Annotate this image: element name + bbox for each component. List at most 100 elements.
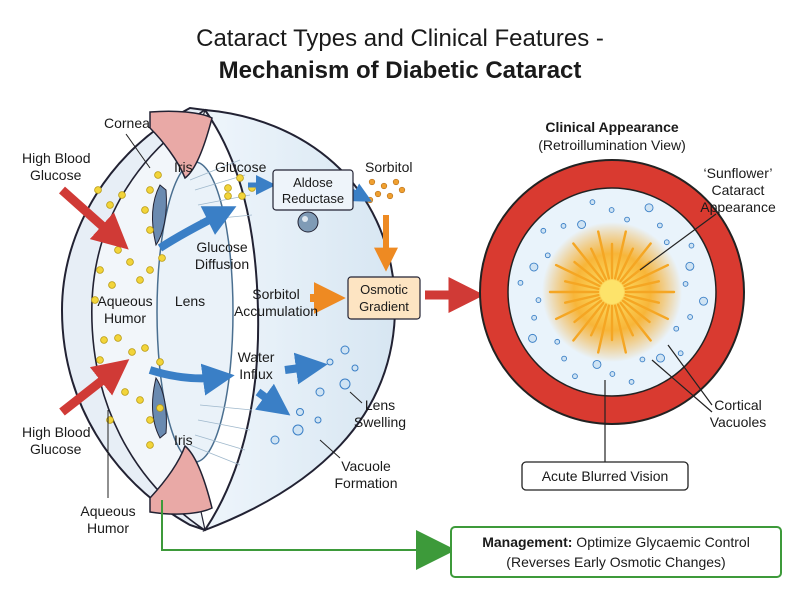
management-box [450, 526, 782, 578]
glucose-dot [126, 258, 134, 266]
cortical-vacuole [628, 379, 635, 385]
lens-body [156, 161, 234, 463]
sunflower-ray [619, 242, 652, 283]
glucose-dot [114, 334, 122, 342]
sunflower-ray [554, 296, 601, 321]
glucose-dot [141, 206, 149, 214]
glucose-dot [136, 396, 144, 404]
hbg-top-label-1: High Blood [22, 150, 91, 166]
water-influx-arrow-right [284, 352, 328, 385]
glucose-dot [136, 276, 144, 284]
enzyme-highlight [302, 216, 308, 222]
sunflower-label-2: Cataract [712, 182, 765, 198]
cortical-vacuole [657, 222, 663, 229]
sunflower-ray [613, 304, 627, 354]
vacuole-label-2: Formation [334, 475, 397, 491]
cortical-vacuole [529, 262, 539, 272]
hbg-top-label-2: Glucose [30, 167, 82, 183]
glucose-dot [100, 336, 108, 344]
management-line-2: (Reverses Early Osmotic Changes) [506, 554, 725, 570]
aqueous-outside-label-1: Aqueous [80, 503, 135, 519]
clinical-subheader: (Retroillumination View) [538, 137, 686, 153]
glucose-dot [236, 174, 244, 182]
cortical-vacuole [535, 297, 542, 303]
sunflower-ray [616, 303, 635, 337]
glucose-dot [96, 266, 104, 274]
glucose-dot [238, 192, 246, 200]
lens-swelling-label-2: Swelling [354, 414, 406, 430]
sunflower-ray [554, 263, 601, 288]
sunflower-ray [597, 230, 611, 280]
glucose-dot [94, 186, 102, 194]
glucose-dot [128, 348, 136, 356]
management-text: Optimize Glycaemic Control [572, 534, 749, 550]
aqueous-inside-label-2: Humor [104, 310, 146, 326]
cortical-vacuole [589, 199, 596, 205]
management-line-1: Management: Optimize Glycaemic Control [482, 534, 750, 550]
sunflower-ray [572, 301, 605, 342]
hbg-bottom-label-2: Glucose [30, 441, 82, 457]
glucose-diffusion-label-2: Diffusion [195, 256, 249, 272]
sunflower-leader [639, 213, 717, 271]
vacuole-label-1: Vacuole [341, 458, 391, 474]
swelling-arrow [255, 383, 291, 416]
glucose-dot [146, 416, 154, 424]
cortical-vacuole [528, 333, 537, 343]
cortical-vacuole [608, 207, 615, 213]
aldose-reductase-box [272, 169, 354, 211]
sorbitol-accum-label-2: Accumulation [234, 303, 318, 319]
glucose-diffusion-arrow [157, 206, 237, 252]
cortical-vacuole [644, 203, 654, 213]
lens-vacuoles [270, 345, 359, 445]
lens-vacuole [340, 345, 350, 355]
cortical-vacuole [682, 281, 689, 287]
sunflower-ray [616, 247, 635, 281]
cortical-label-1: Cortical [714, 397, 761, 413]
cortical-vacuole [687, 314, 693, 320]
glucose-dot [224, 184, 232, 192]
iris-bottom-label: Iris [174, 432, 193, 448]
sorbitol-accum-label-1: Sorbitol [252, 286, 299, 302]
blurred-vision-label: Acute Blurred Vision [542, 468, 669, 484]
iris-top-label: Iris [174, 159, 193, 175]
ciliary-top [152, 184, 167, 247]
sorbitol-dot [380, 182, 388, 190]
iris-top [149, 110, 213, 180]
cortical-vacuole [609, 371, 616, 377]
cortical-vacuole [554, 338, 561, 345]
cortical-vacuole [624, 216, 630, 223]
sunflower-core [600, 280, 624, 304]
cornea-leader [125, 133, 151, 169]
glucose-dot [106, 201, 114, 209]
osmotic-gradient-box [347, 276, 421, 320]
cortical-vacuole [572, 373, 578, 380]
management-bold: Management: [482, 534, 572, 550]
cortical-label-2: Vacuoles [710, 414, 767, 430]
sorbitol-dot [398, 186, 406, 194]
sorbitol-dot [374, 190, 382, 198]
sorbitol-dots [366, 178, 406, 204]
water-influx-label-2: Influx [239, 366, 272, 382]
glucose-dot [224, 192, 232, 200]
sunflower-rays [548, 230, 676, 354]
cortical-vacuole [592, 360, 602, 369]
aqueous-outside-label-2: Humor [87, 520, 129, 536]
cortical-vacuole [688, 242, 695, 249]
cortical-vacuole [531, 314, 537, 321]
hbg-bottom-label-1: High Blood [22, 424, 91, 440]
cortical-vacuole [663, 239, 670, 246]
lens-vacuole [270, 435, 280, 445]
lens-vacuole [292, 424, 304, 436]
enzyme-icon [297, 211, 319, 233]
sunflower-ray [564, 293, 600, 304]
vacuole-leader [319, 439, 341, 459]
glucose-label: Glucose [215, 159, 267, 175]
glucose-dot [146, 266, 154, 274]
sunflower-label-1: ‘Sunflower’ [704, 165, 773, 181]
glucose-dot [91, 296, 99, 304]
sunflower-ray [573, 260, 603, 285]
sunflower-ray [573, 299, 603, 324]
cornea-label: Cornea [104, 115, 150, 131]
